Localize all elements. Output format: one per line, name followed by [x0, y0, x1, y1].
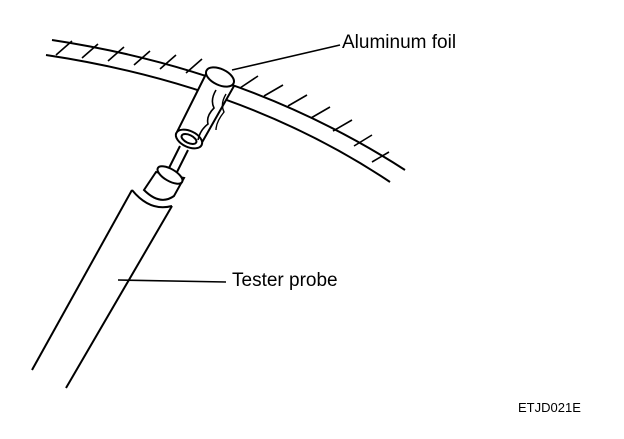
tester-probe-icon — [31, 145, 189, 389]
foil-leader-line — [231, 44, 341, 71]
aluminum-foil-wrap-icon — [174, 66, 236, 150]
figure-code: ETJD021E — [518, 400, 581, 415]
cable-wire-icon — [45, 39, 406, 183]
tester-probe-label: Tester probe — [232, 270, 338, 291]
aluminum-foil-label: Aluminum foil — [342, 32, 457, 53]
probe-leader-line — [117, 279, 227, 283]
